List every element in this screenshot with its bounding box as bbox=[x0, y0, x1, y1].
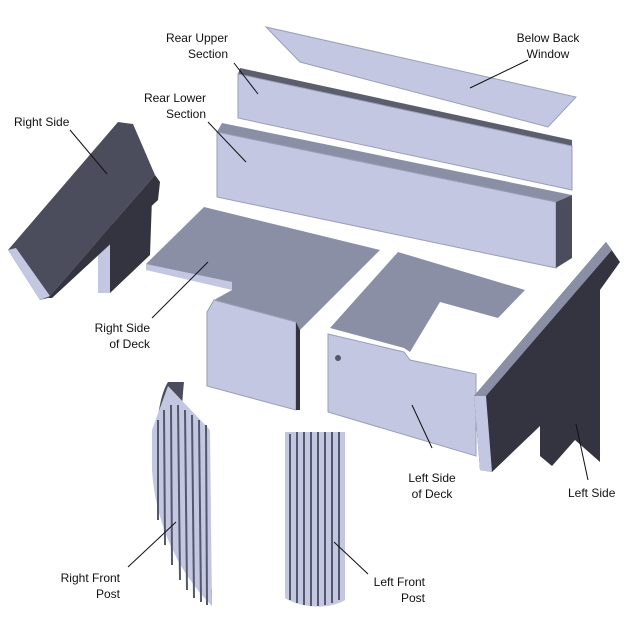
below-back-window-part bbox=[264, 26, 577, 128]
label-right-side: Right Side bbox=[14, 115, 70, 129]
left-front-post-part bbox=[285, 432, 345, 607]
rear-lower-section-part bbox=[216, 123, 572, 269]
right-front-post-part bbox=[152, 382, 212, 606]
right-side-part bbox=[8, 122, 160, 300]
label-left-side: Left Side bbox=[568, 486, 616, 500]
rear-upper-section-part bbox=[237, 68, 573, 191]
leader-lines bbox=[69, 59, 589, 575]
left-side-of-deck-part bbox=[327, 252, 525, 457]
right-side-of-deck-part bbox=[146, 207, 380, 411]
left-side-part bbox=[474, 242, 620, 472]
